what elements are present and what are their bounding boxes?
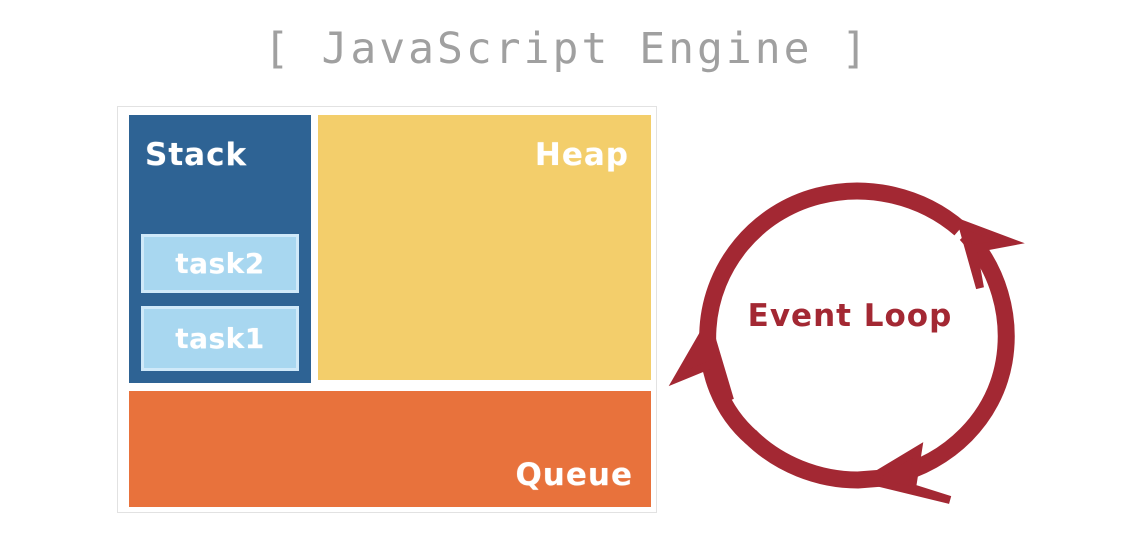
event-loop-label: Event Loop xyxy=(747,298,953,334)
stack-frame-task1[interactable]: task1 xyxy=(141,306,299,371)
loop-arrowhead-left xyxy=(668,315,734,402)
loop-arrowhead-top-right xyxy=(956,217,1025,290)
stack-panel[interactable]: Stack task2 task1 xyxy=(129,115,311,383)
loop-arc-bottom xyxy=(743,429,897,489)
page-title: [ JavaScript Engine ] xyxy=(263,24,871,74)
stack-frame-label: task2 xyxy=(175,247,265,280)
queue-label: Queue xyxy=(515,457,633,493)
queue-panel[interactable]: Queue xyxy=(129,391,651,507)
loop-arc-left xyxy=(699,182,966,445)
stack-label: Stack xyxy=(145,137,248,173)
loop-arrowhead-bottom xyxy=(857,442,952,504)
heap-label: Heap xyxy=(534,137,629,173)
heap-panel[interactable]: Heap xyxy=(318,115,651,380)
js-engine-container: Stack task2 task1 Heap Queue xyxy=(117,106,657,513)
loop-arc-right xyxy=(889,228,1015,485)
circular-arrow-icon xyxy=(668,182,1025,504)
stack-frame-task2[interactable]: task2 xyxy=(141,234,299,293)
js-engine-inner: Stack task2 task1 Heap Queue xyxy=(125,114,651,507)
event-loop-group: Event Loop xyxy=(660,150,1040,510)
stack-frame-label: task1 xyxy=(175,322,265,355)
